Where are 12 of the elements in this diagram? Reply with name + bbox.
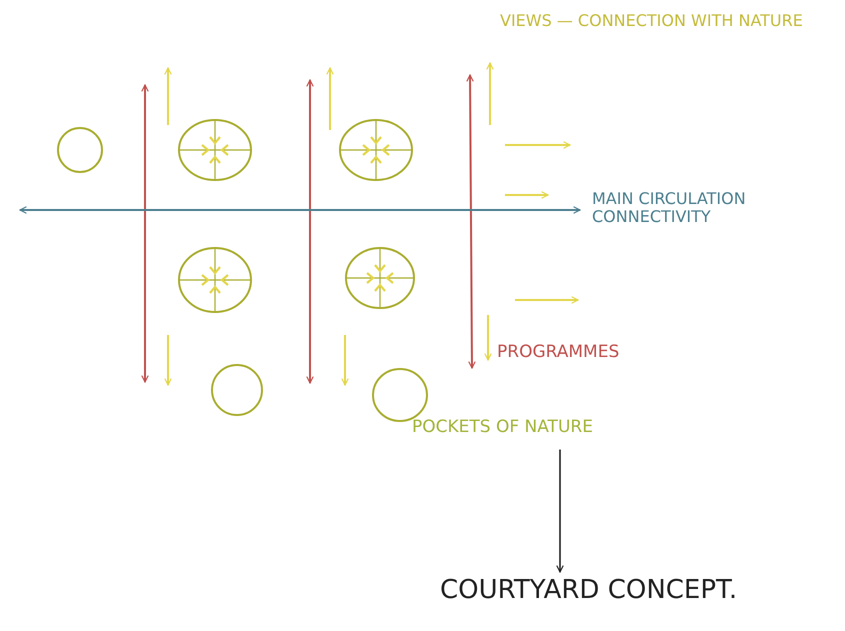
circulation-note: MAIN CIRCULATION CONNECTIVITY <box>592 190 747 227</box>
concept-text: COURTYARD CONCEPT. <box>440 576 738 606</box>
courtyard-circle <box>178 247 252 313</box>
concept-text: POCKETS OF NATURE <box>412 418 593 438</box>
courtyard-circle <box>339 119 413 181</box>
arrow <box>556 450 564 573</box>
views-note: VIEWS — CONNECTION WITH NATURE <box>500 12 804 30</box>
nature-pocket-circle <box>57 127 103 173</box>
courtyard-circle <box>345 247 415 309</box>
programmes-note: PROGRAMMES <box>497 343 620 363</box>
courtyard-circle <box>178 119 252 181</box>
nature-pocket-circle <box>211 364 263 416</box>
